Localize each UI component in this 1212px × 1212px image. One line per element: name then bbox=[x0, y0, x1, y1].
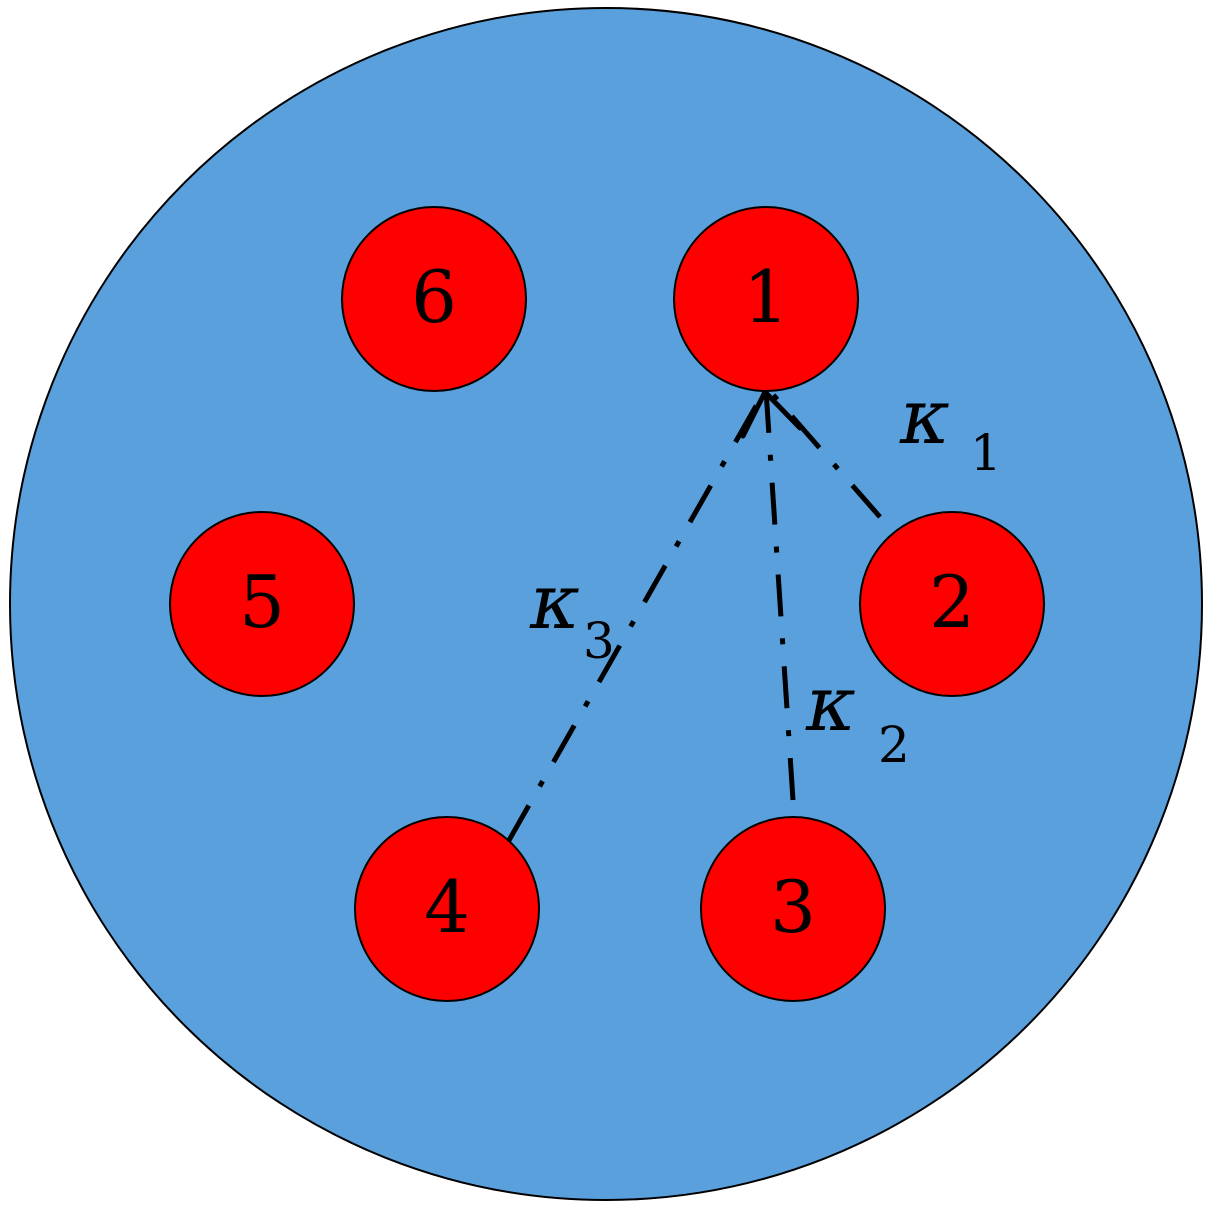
node-6-label: 6 bbox=[411, 255, 457, 339]
node-4: 4 bbox=[354, 816, 540, 1002]
node-3: 3 bbox=[700, 816, 886, 1002]
kappa-1-subscript: 1 bbox=[970, 424, 1002, 482]
node-1-circle bbox=[673, 206, 859, 392]
kappa-2-subscript: 2 bbox=[878, 716, 910, 774]
node-5-label: 5 bbox=[239, 560, 285, 644]
node-6: 6 bbox=[341, 206, 527, 392]
kappa-3-subscript: 3 bbox=[583, 612, 615, 670]
coupling-label-kappa-1: κ 1 bbox=[899, 372, 1002, 482]
kappa-2-symbol: κ bbox=[805, 659, 856, 748]
nodes: 1 2 3 4 5 6 bbox=[169, 206, 1045, 1002]
node-4-label: 4 bbox=[424, 865, 470, 949]
coupling-links bbox=[505, 388, 882, 844]
coupling-label-kappa-3: κ 3 bbox=[529, 557, 615, 670]
node-5-circle bbox=[169, 511, 355, 697]
node-2-label: 2 bbox=[929, 560, 975, 644]
coupling-labels: κ 1 κ 2 κ 3 bbox=[529, 372, 1002, 774]
node-3-circle bbox=[700, 816, 886, 1002]
node-5: 5 bbox=[169, 511, 355, 697]
background-disk bbox=[9, 7, 1203, 1201]
coupling-label-kappa-2: κ 2 bbox=[805, 659, 910, 774]
node-2-circle bbox=[859, 511, 1045, 697]
arrowhead-right bbox=[762, 389, 803, 431]
node-1-label: 1 bbox=[743, 255, 789, 339]
node-1: 1 bbox=[673, 206, 859, 392]
kappa-1-symbol: κ bbox=[899, 372, 950, 461]
link-2-to-1 bbox=[767, 388, 882, 519]
node-3-label: 3 bbox=[770, 865, 816, 949]
node-4-circle bbox=[354, 816, 540, 1002]
node-2: 2 bbox=[859, 511, 1045, 697]
link-3-to-1 bbox=[763, 389, 796, 801]
arrowhead-left bbox=[740, 389, 768, 439]
node-6-circle bbox=[341, 206, 527, 392]
kappa-3-symbol: κ bbox=[529, 557, 580, 646]
arrowhead-into-node-1 bbox=[740, 389, 803, 439]
